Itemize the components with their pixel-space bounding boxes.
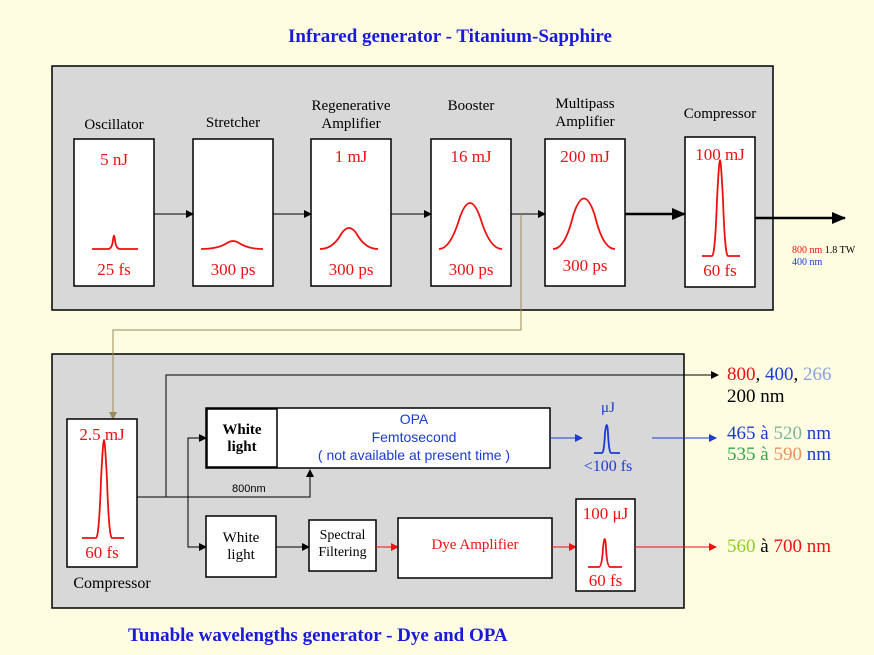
opa-range-2-unit: nm [801,444,831,465]
harmonic-266: 266 [803,364,832,385]
opa-range-2-b: 590 [773,444,802,465]
energy-oscillator: 5 nJ [100,150,128,169]
duration-stretcher: 300 ps [210,260,256,279]
label-oscillator: Oscillator [84,117,144,133]
opa-range-1-a: 465 [727,423,756,444]
pulse-opa [594,424,620,454]
dye-white-light-box [205,515,277,578]
label-stretcher: Stretcher [205,115,261,131]
dye-white-light-1: White [222,530,260,546]
energy-regen: 1 mJ [334,147,368,166]
opa-range-1: 465 à 520 nm [727,423,831,445]
label-regen-2: Amplifier [321,116,381,132]
duration-regen: 300 ps [328,260,374,279]
route-to-opa [187,434,207,497]
duration-multipass: 300 ps [562,256,608,275]
oscillator-box [73,138,155,287]
pump-800nm-label: 800nm [232,483,266,495]
label-multipass-1: Multipass [555,96,615,112]
opa-range-2: 535 à 590 nm [727,444,831,466]
bottom-title: Tunable wavelengths generator - Dye and … [128,625,508,646]
top-panel [51,65,774,311]
label-booster: Booster [447,98,495,114]
lower-compressor-label: Compressor [73,575,151,592]
pulse-oscillator [92,234,138,250]
regen-amp-box [310,138,392,287]
opa-white-light-2: light [227,439,257,455]
harmonic-sep2: , [793,364,803,385]
harmonics-line1: 800, 400, 266 [727,364,832,386]
stretcher-box [192,138,274,287]
multipass-box [544,138,626,287]
energy-multipass: 200 mJ [560,147,610,166]
pulse-regen [319,227,379,250]
opa-range-1-b: 520 [773,423,802,444]
output-top-line1: 800 nm 1.8 TW [792,245,855,256]
harmonic-200: 200 nm [727,386,785,407]
spectral-filter-box [308,519,377,572]
output-top-red-wl: 800 nm [792,245,823,256]
spectral-filter-1: Spectral [319,528,366,543]
opa-output-energy: μJ [601,400,615,416]
output-top-blue-wl: 400 nm [792,257,823,268]
spectral-filter-2: Filtering [318,545,367,560]
beam-split-connector [109,214,522,420]
opa-range-2-a: 535 [727,444,756,465]
pulse-compressor [702,159,740,257]
opa-range-2-mid: à [755,444,774,465]
pulse-stretcher [200,240,264,250]
opa-white-light-1: White [222,422,262,438]
label-multipass-2: Amplifier [555,114,615,130]
pulse-multipass [552,197,616,250]
opa-title: OPA [399,411,429,427]
opa-subtitle: Femtosecond [371,429,457,445]
dye-range-mid: à [755,536,774,557]
opa-output-duration: <100 fs [583,458,633,475]
booster-box [430,138,512,287]
pulse-lower-compressor [82,439,124,539]
lower-compressor-energy: 2.5 mJ [79,425,125,444]
route-to-dye [187,497,207,551]
harmonic-400: 400 [765,364,794,385]
duration-booster: 300 ps [448,260,494,279]
dye-white-light-2: light [227,547,255,563]
energy-compressor: 100 mJ [695,145,745,164]
dye-amplifier-label: Dye Amplifier [431,537,519,553]
duration-oscillator: 25 fs [97,260,131,279]
route-pump-800 [188,469,314,498]
lower-compressor-duration: 60 fs [85,543,119,562]
top-title: Infrared generator - Titanium-Sapphire [288,26,612,47]
duration-compressor: 60 fs [703,261,737,280]
opa-note: ( not available at present time ) [317,447,511,463]
pulse-dye [588,538,622,568]
dye-range: 560 à 700 nm [727,536,831,558]
label-compressor: Compressor [683,106,757,122]
dye-output-energy: 100 μJ [582,504,629,523]
opa-white-light-box [206,408,278,468]
label-regen-1: Regenerative [311,98,391,114]
harmonic-800: 800 [727,364,756,385]
dye-range-b: 700 [773,536,802,557]
lower-compressor-box [66,418,138,568]
dye-output-duration: 60 fs [588,571,623,590]
energy-booster: 16 mJ [450,147,492,166]
output-top-power: 1.8 TW [822,245,856,256]
harmonic-sep1: , [755,364,765,385]
dye-amplifier-box [397,517,553,579]
dye-range-unit: nm [801,536,831,557]
pulse-booster [438,202,503,250]
opa-range-1-mid: à [755,423,774,444]
dye-range-a: 560 [727,536,756,557]
opa-range-1-unit: nm [801,423,831,444]
